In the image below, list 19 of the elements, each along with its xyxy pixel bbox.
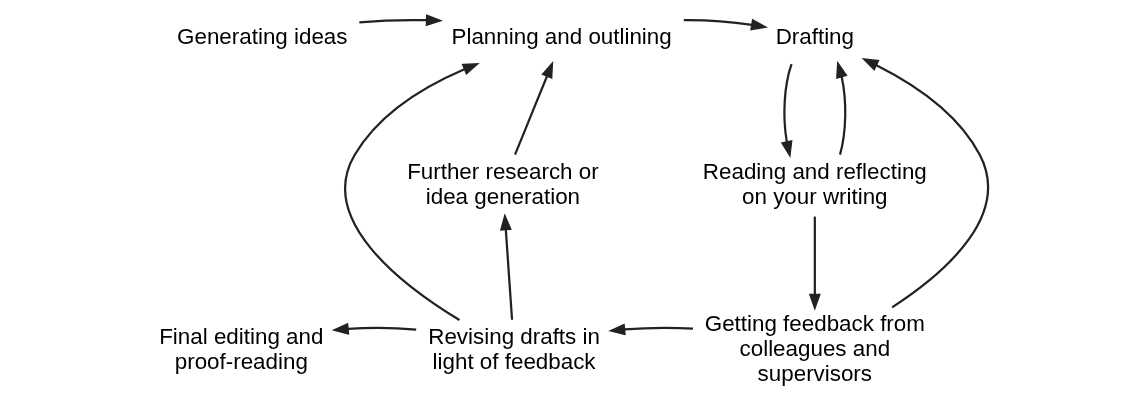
arrow bbox=[808, 216, 821, 311]
arrow bbox=[331, 322, 416, 335]
node-text: Reading and reflecting on your writing bbox=[702, 158, 927, 209]
node-text: Getting feedback from colleagues and supervisors bbox=[704, 311, 925, 387]
node-text: Drafting bbox=[775, 24, 854, 50]
node-text: Final editing and proof-reading bbox=[158, 323, 323, 374]
arrow bbox=[683, 18, 768, 31]
arrow bbox=[499, 213, 513, 320]
node-text: Revising drafts in light of feedback bbox=[427, 323, 600, 374]
arrow bbox=[835, 60, 848, 155]
arrow bbox=[343, 63, 480, 321]
arrow bbox=[861, 58, 989, 309]
node-text: Planning and outlining bbox=[451, 24, 672, 50]
node-text: Generating ideas bbox=[176, 24, 348, 50]
arrow bbox=[780, 63, 793, 158]
arrow bbox=[607, 323, 693, 336]
arrow bbox=[513, 61, 553, 155]
node-text: Further research or idea generation bbox=[406, 158, 599, 209]
arrow bbox=[358, 14, 443, 27]
